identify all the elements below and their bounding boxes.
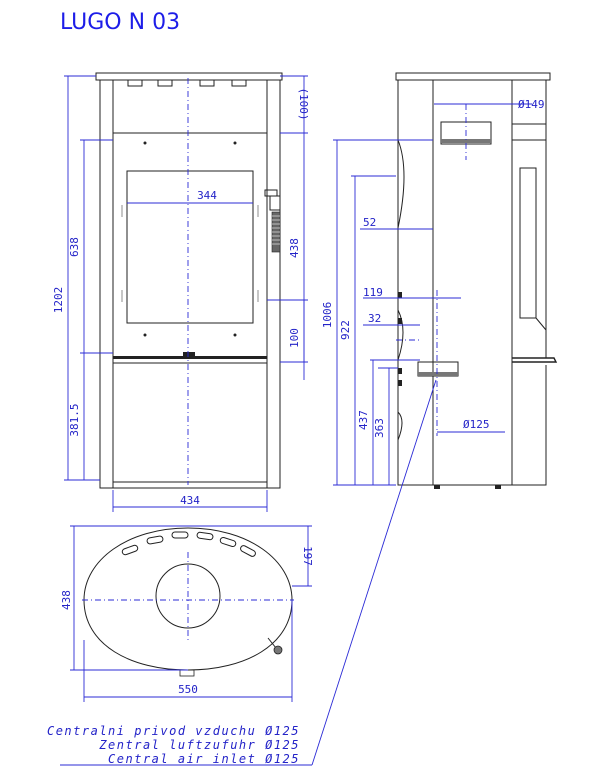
side-view	[333, 72, 558, 489]
dim-flue-center-height: 922	[339, 320, 352, 340]
dim-inlet-diameter: Ø125	[463, 418, 490, 431]
dim-inlet-height-2: 363	[373, 418, 386, 438]
legend-line-2: Zentral luftzufuhr Ø125	[98, 738, 300, 752]
dim-width: 434	[180, 494, 200, 507]
dim-top-width: 550	[178, 683, 198, 696]
legend-line-1: Centralni privod vzduchu Ø125	[47, 724, 300, 738]
dim-top-depth: 438	[60, 590, 73, 610]
front-view	[64, 72, 308, 512]
dim-lower-height: 381.5	[68, 403, 81, 436]
dim-inlet-height-1: 437	[357, 410, 370, 430]
legend-line-3: Central air inlet Ø125	[108, 752, 300, 766]
dim-glass-height: 638	[68, 237, 81, 257]
top-view	[70, 525, 312, 702]
dim-total-height: 1202	[52, 287, 65, 314]
dim-bottom-offset: 100	[288, 328, 301, 348]
dim-glass-width: 344	[197, 189, 217, 202]
dim-side-total-height: 1006	[321, 302, 334, 329]
dim-inlet-offset-1: 119	[363, 286, 383, 299]
dim-inlet-offset-2: 32	[368, 312, 381, 325]
drawing-title: LUGO N 03	[60, 10, 181, 35]
dim-flue-diameter: Ø149	[518, 98, 545, 111]
dim-door-height: 438	[288, 238, 301, 258]
dim-depth-offset: 52	[363, 216, 376, 229]
dim-rear-offset: 197	[301, 546, 314, 566]
leader-line	[311, 379, 437, 766]
dim-top-offset: (100)	[297, 87, 310, 120]
